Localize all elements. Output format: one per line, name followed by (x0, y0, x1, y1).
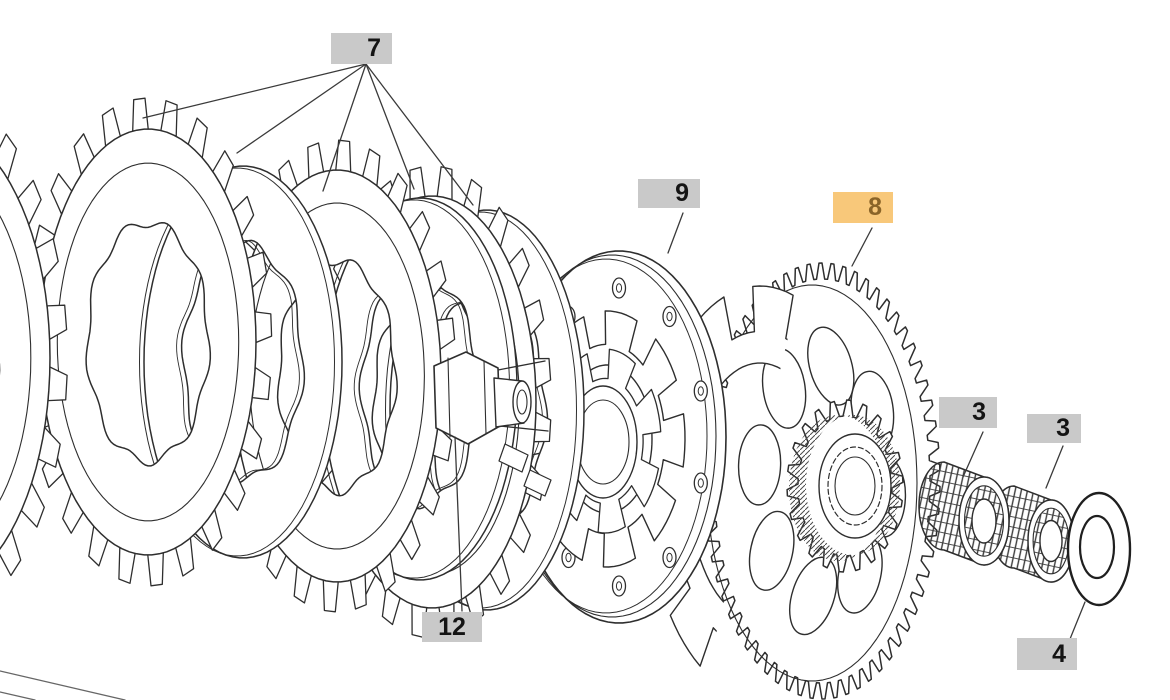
drawing-root (0, 63, 1132, 700)
part-label-8-highlighted[interactable]: 8 (833, 192, 893, 223)
part-label-12[interactable]: 12 (422, 612, 482, 642)
part-label-9[interactable]: 9 (638, 179, 700, 208)
primary-gear-drawing (647, 262, 941, 700)
part-label-3-second[interactable]: 3 (1027, 414, 1081, 443)
needle-bearings-drawing (918, 461, 1075, 583)
part-label-3-first[interactable]: 3 (939, 397, 997, 428)
part-label-4[interactable]: 4 (1017, 638, 1077, 670)
part-label-7[interactable]: 7 (331, 33, 392, 64)
clutch-plates-drawing (0, 97, 585, 638)
leader-lines (0, 63, 1086, 700)
washer-drawing (1066, 491, 1132, 607)
hub-nut-drawing (433, 351, 552, 497)
